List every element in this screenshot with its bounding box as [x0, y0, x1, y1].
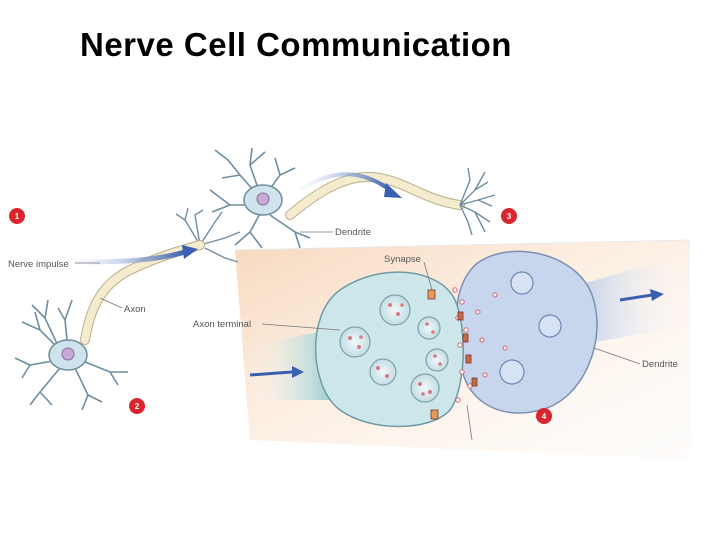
label-axon: Axon: [124, 304, 146, 315]
flow-arrow-out: [619, 289, 664, 302]
middle-dendrite-branches: [175, 207, 241, 263]
label-dendrite-right: Dendrite: [642, 359, 678, 370]
nerve-impulse-arrow: [74, 245, 198, 265]
top-impulse-arrow: [298, 172, 402, 198]
top-neuron: [209, 147, 311, 249]
vesicle: [379, 294, 411, 326]
vesicle: [425, 348, 449, 372]
label-synapse: Synapse: [384, 254, 421, 265]
vesicle: [339, 326, 371, 358]
svg-text:4: 4: [542, 412, 547, 421]
presynaptic-terminal: [314, 271, 464, 428]
svg-text:1: 1: [15, 212, 20, 221]
vesicle: [369, 358, 397, 386]
step-badge-1: 1: [9, 208, 25, 224]
receptors: [427, 289, 478, 420]
label-dendrite-top: Dendrite: [335, 227, 371, 238]
step-badge-4: 4: [536, 408, 552, 424]
vesicle: [410, 373, 440, 403]
top-axon-terminals: [459, 167, 496, 236]
page-title: Nerve Cell Communication: [80, 26, 512, 63]
bottom-neuron: [14, 299, 128, 411]
label-nerve-impulse: Nerve impulse: [8, 259, 69, 270]
step-badge-2: 2: [129, 398, 145, 414]
step-badge-3: 3: [501, 208, 517, 224]
flow-arrow-in: [249, 366, 304, 378]
svg-text:2: 2: [135, 402, 140, 411]
vesicle: [417, 316, 441, 340]
label-axon-terminal: Axon terminal: [193, 319, 251, 330]
top-axon: [285, 171, 465, 220]
leader-lines: [75, 231, 641, 441]
svg-text:3: 3: [507, 212, 512, 221]
axon-flow-band: [250, 330, 335, 400]
